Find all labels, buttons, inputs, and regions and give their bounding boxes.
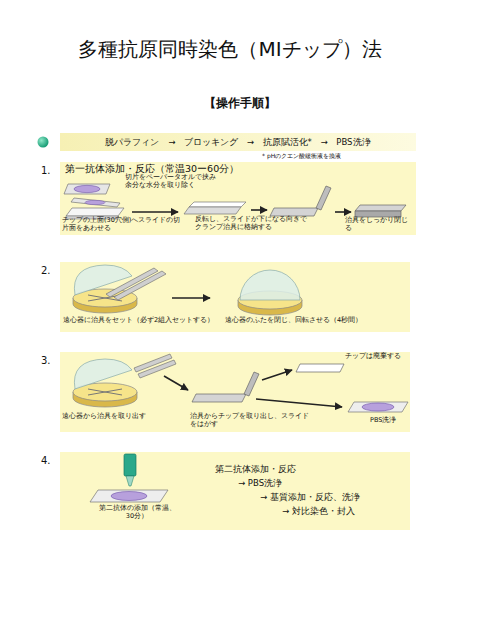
- flow-arrow: [164, 376, 188, 390]
- procedure-note: → PBS洗浄: [238, 478, 378, 488]
- bullet-dot: [38, 137, 49, 148]
- specimen-slide: [64, 184, 110, 194]
- flow-arrow: [335, 211, 351, 213]
- flow-arrow: [262, 370, 292, 380]
- page-title: 多種抗原同時染色（MIチップ）法: [40, 36, 420, 62]
- flow-arrow: [132, 211, 178, 213]
- washed-slide: [348, 402, 408, 412]
- flow-arrow: [251, 209, 267, 211]
- discarded-chip: [296, 364, 344, 372]
- centrifuge-open: [73, 354, 176, 407]
- step-note: 遠心器から治具を取り出す: [62, 413, 172, 421]
- step-band: 4.: [60, 452, 410, 530]
- flow-arrow: [256, 399, 342, 407]
- chip-and-slide: [66, 198, 124, 219]
- closed-clamp-jig: [355, 205, 406, 217]
- step-note: 治具からチップを取り出し、スライドをはがす: [190, 413, 312, 429]
- open-clamp-jig: [192, 372, 259, 402]
- step-note: PBS洗浄: [370, 417, 410, 425]
- step4-illustration: [60, 452, 410, 530]
- procedure-note: 第二抗体添加・反応: [215, 464, 355, 474]
- step-note: 遠心器のふたを閉じ、回転させる（4秒間）: [225, 317, 375, 325]
- process-sequence: 脱パラフィン → ブロッキング → 抗原賦活化* → PBS洗浄: [60, 133, 416, 151]
- prep-band: 脱パラフィン → ブロッキング → 抗原賦活化* → PBS洗浄: [60, 133, 416, 151]
- step-heading: 第一抗体添加・反応（常温30ー60分）: [65, 163, 416, 175]
- step-note: チップは廃棄する: [345, 353, 409, 361]
- flow-arrow: [172, 297, 210, 299]
- step-note: 第二抗体の添加（常温、30分）: [96, 505, 178, 521]
- step-note: 遠心器に治具をセット（必ず2組入セットする）: [63, 317, 215, 325]
- procedure-note: → 基質添加・反応、洗浄: [260, 492, 400, 502]
- centrifuge-closed: [238, 270, 302, 315]
- specimen-slide: [90, 490, 168, 502]
- centrifuge-open: [73, 265, 166, 313]
- step-note: チップの上面(30穴側)へスライドの切片面をあわせる: [62, 217, 186, 233]
- step-note: 反転し、スライドが下になる向きでクランプ治具に格納する: [195, 216, 307, 232]
- open-clamp-jig: [270, 186, 331, 216]
- flipped-pair: [184, 202, 246, 214]
- step-note: 治具をしっかり閉じる: [345, 217, 409, 233]
- section-heading: 【操作手順】: [175, 96, 305, 111]
- procedure-note: → 対比染色・封入: [282, 506, 422, 516]
- pipette: [124, 454, 136, 486]
- step-note: * pHのクエン酸緩衝液を換液: [262, 152, 412, 159]
- step-note: 切片をペーパータオルで挟み余分な水分を取り除く: [125, 174, 220, 190]
